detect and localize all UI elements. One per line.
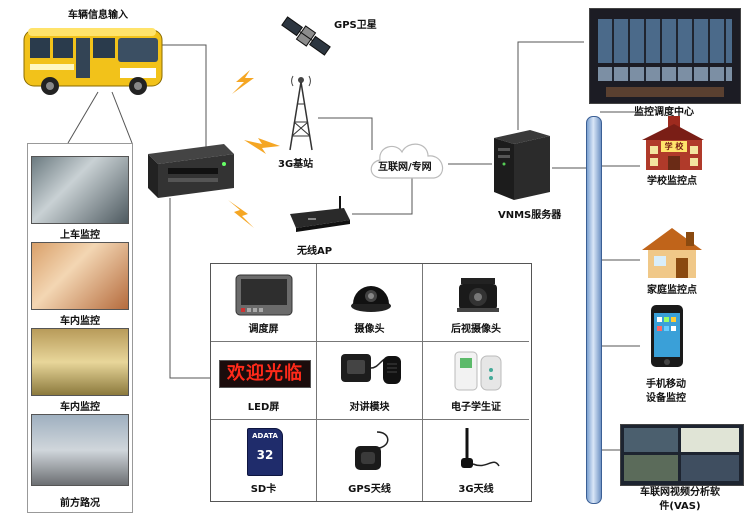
network-bus-pole <box>586 116 602 504</box>
dispatch-screen-icon <box>235 274 293 316</box>
student-card-icon <box>454 351 502 391</box>
vehicle-devices-grid: 调度屏 摄像头 后视摄像头 欢迎光临 LED屏 <box>210 263 532 502</box>
lightning-icon <box>244 138 280 154</box>
device-label: 3G天线 <box>458 484 494 495</box>
video-wall <box>598 19 732 63</box>
device-label: GPS天线 <box>348 484 391 495</box>
vas-software-screenshot <box>620 424 744 486</box>
dome-camera-icon <box>351 286 391 312</box>
ap-label: 无线AP <box>297 246 333 257</box>
console-desk <box>606 87 724 97</box>
school-sign: 学 校 <box>661 141 687 152</box>
rear-camera-icon <box>457 278 499 312</box>
lightning-icon <box>228 200 254 228</box>
mobile-dvr-icon <box>148 144 234 198</box>
panel-label-boarding: 上车监控 <box>60 230 100 241</box>
mobile-label: 手机移动 设备监控 <box>646 379 686 404</box>
device-cell-sd-card: ADATA 32 SD卡 <box>211 420 317 501</box>
sd-card-icon: ADATA 32 <box>247 428 283 476</box>
video-wall <box>598 67 732 81</box>
sd-brand: ADATA <box>252 432 278 440</box>
vas-video-tile <box>624 428 678 452</box>
device-cell-dispatch-screen: 调度屏 <box>211 264 317 342</box>
road-camera-photo <box>31 414 129 486</box>
device-label: 对讲模块 <box>349 402 390 413</box>
vas-label: 车联网视频分析软 件(VAS) <box>640 487 720 512</box>
vehicle-title: 车辆信息输入 <box>68 10 128 21</box>
device-label: 后视摄像头 <box>451 324 501 335</box>
vas-video-tile <box>681 455 739 481</box>
device-label: 调度屏 <box>248 324 279 335</box>
vas-map-tile <box>681 428 739 452</box>
home-label: 家庭监控点 <box>647 285 697 296</box>
panel-label-interior-2: 车内监控 <box>60 402 100 413</box>
device-cell-intercom: 对讲模块 <box>317 342 423 420</box>
monitoring-center-photo <box>589 8 741 104</box>
device-cell-3g-antenna: 3G天线 <box>423 420 529 501</box>
led-screen: 欢迎光临 <box>219 360 311 388</box>
device-label: LED屏 <box>247 402 280 413</box>
panel-label-road: 前方路况 <box>60 498 100 509</box>
gps-antenna-icon <box>355 431 389 470</box>
home-icon <box>642 228 702 278</box>
device-cell-rear-camera: 后视摄像头 <box>423 264 529 342</box>
device-label: SD卡 <box>250 484 277 495</box>
lightning-icon <box>232 70 254 94</box>
device-cell-led: 欢迎光临 LED屏 <box>211 342 317 420</box>
interior-camera-photo-2 <box>31 328 129 396</box>
bus-image <box>23 28 163 95</box>
monitoring-center-label: 监控调度中心 <box>634 107 694 118</box>
internet-label: 互联网/专网 <box>378 162 432 173</box>
base-station-label: 3G基站 <box>278 159 314 170</box>
wireless-router-icon <box>290 196 350 232</box>
device-cell-student-card: 电子学生证 <box>423 342 529 420</box>
cloud-icon <box>370 143 444 179</box>
cell-tower-icon <box>289 75 313 151</box>
device-cell-gps-antenna: GPS天线 <box>317 420 423 501</box>
server-label: VNMS服务器 <box>498 210 562 221</box>
device-cell-camera: 摄像头 <box>317 264 423 342</box>
intercom-icon <box>341 354 401 384</box>
sd-size: 32 <box>256 448 274 462</box>
server-icon <box>494 130 550 200</box>
panel-label-interior-1: 车内监控 <box>60 316 100 327</box>
device-label: 电子学生证 <box>451 402 501 413</box>
boarding-camera-photo <box>31 156 129 224</box>
school-label: 学校监控点 <box>647 176 697 187</box>
vas-video-tile <box>624 455 678 481</box>
satellite-label: GPS卫星 <box>334 20 377 31</box>
satellite-icon <box>281 16 331 56</box>
interior-camera-photo-1 <box>31 242 129 310</box>
school-building-icon <box>642 116 704 170</box>
device-label: 摄像头 <box>354 324 385 335</box>
3g-antenna-icon <box>461 428 500 468</box>
mobile-phone-icon <box>651 305 683 367</box>
left-monitoring-panel: 上车监控 车内监控 车内监控 前方路况 <box>27 143 133 513</box>
led-text: 欢迎光临 <box>227 363 303 384</box>
